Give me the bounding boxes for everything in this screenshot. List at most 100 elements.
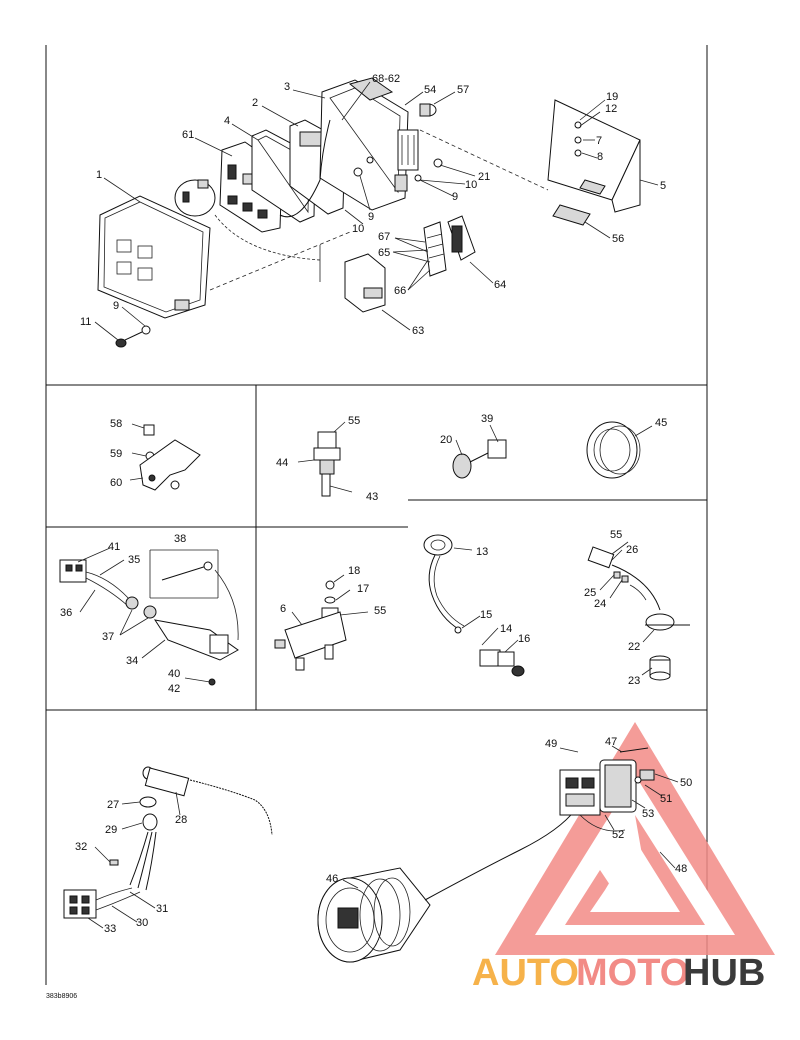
callout-34: 34	[126, 655, 138, 667]
panel-sensor-44: 55 44 43	[276, 415, 378, 503]
callout-24: 24	[594, 598, 606, 610]
callout-20: 20	[440, 434, 452, 446]
part-56-strip	[552, 204, 591, 226]
panel-solenoid-6: 18 17 6 55	[274, 565, 386, 671]
watermark-text-hub: HUB	[683, 952, 765, 994]
panel-ring-45: 45	[586, 417, 667, 479]
callout-48: 48	[675, 863, 687, 875]
callout-2: 2	[252, 97, 258, 109]
callout-35: 35	[128, 554, 140, 566]
callout-3: 3	[284, 81, 290, 93]
callout-59: 59	[110, 448, 122, 460]
callout-32: 32	[75, 841, 87, 853]
callout-4: 4	[224, 115, 230, 127]
callout-9-left: 9	[113, 300, 119, 312]
callout-17: 17	[357, 583, 369, 595]
callout-52: 52	[612, 829, 624, 841]
callout-57: 57	[457, 84, 469, 96]
callout-12: 12	[605, 103, 617, 115]
part-11-screw	[115, 325, 151, 348]
panel-lower-harness: 27 29 32 28 31 30 33	[63, 766, 273, 935]
callout-8: 8	[597, 151, 603, 163]
callout-43: 43	[366, 491, 378, 503]
callout-42: 42	[168, 683, 180, 695]
callout-30: 30	[136, 917, 148, 929]
callout-11: 11	[80, 316, 91, 328]
callout-50: 50	[680, 777, 692, 789]
document-code: 383b8906	[46, 993, 77, 1000]
callout-51: 51	[660, 793, 672, 805]
callout-37: 37	[102, 631, 114, 643]
part-63-relay	[344, 253, 386, 313]
callout-36: 36	[60, 607, 72, 619]
callout-33: 33	[104, 923, 116, 935]
callout-25: 25	[584, 587, 596, 599]
callout-27: 27	[107, 799, 119, 811]
callout-41: 41	[108, 541, 120, 553]
callout-23: 23	[628, 675, 640, 687]
callout-1: 1	[96, 169, 102, 181]
panel-sensor-13: 13 15 14 16	[423, 534, 530, 677]
callout-46: 46	[326, 873, 338, 885]
callout-60: 60	[110, 477, 122, 489]
callout-55-right: 55	[610, 529, 622, 541]
callout-28: 28	[175, 814, 187, 826]
callout-19: 19	[606, 91, 618, 103]
callout-16: 16	[518, 633, 530, 645]
callout-66: 66	[394, 285, 406, 297]
callout-9-center: 9	[368, 211, 374, 223]
callout-10-right: 10	[465, 179, 477, 191]
callout-58: 58	[110, 418, 122, 430]
callouts-module-assembly: 1 2 3 4 61 68-62 54 57 19 12 7 8 5 21 10…	[80, 73, 666, 337]
panel-bracket-60: 58 59 60	[110, 418, 201, 491]
callout-61: 61	[182, 129, 194, 141]
callout-26: 26	[626, 544, 638, 556]
callout-22: 22	[628, 641, 640, 653]
callout-55-top: 55	[348, 415, 360, 427]
callout-13: 13	[476, 546, 488, 558]
watermark-text-moto: MOTO	[576, 952, 689, 994]
watermark-logo: AUTO MOTO HUB	[472, 722, 775, 994]
part-3-housing	[279, 77, 419, 218]
callout-54: 54	[424, 84, 436, 96]
part-64-connector	[447, 215, 476, 261]
callout-29: 29	[105, 824, 117, 836]
callout-15: 15	[480, 609, 492, 621]
small-screws	[353, 156, 443, 182]
panel-valve-22: 55 26 25 24 22 23	[584, 529, 690, 687]
callout-56: 56	[612, 233, 624, 245]
callout-10-center: 10	[352, 223, 364, 235]
callout-5: 5	[660, 180, 666, 192]
part-5-bracket	[547, 99, 641, 213]
panel-module-assembly: 1 2 3 4 61 68-62 54 57 19 12 7 8 5 21 10…	[80, 73, 666, 348]
watermark-text-auto: AUTO	[472, 952, 579, 994]
callout-47: 47	[605, 736, 617, 748]
callout-44: 44	[276, 457, 288, 469]
panel-frame	[45, 45, 708, 985]
callout-45: 45	[655, 417, 667, 429]
leader-lines-a	[94, 81, 659, 341]
part-1-cover	[97, 195, 211, 319]
callout-53: 53	[642, 808, 654, 820]
callout-9-right: 9	[452, 191, 458, 203]
part-57-plug	[419, 103, 437, 117]
callout-7: 7	[596, 135, 602, 147]
callout-49: 49	[545, 738, 557, 750]
callout-14: 14	[500, 623, 512, 635]
callout-67: 67	[378, 231, 390, 243]
callout-31: 31	[156, 903, 168, 915]
callout-21: 21	[478, 171, 490, 183]
panel-parts-20-39: 39 20	[440, 413, 507, 479]
part-65-terminal-block	[423, 221, 447, 277]
callout-18: 18	[348, 565, 360, 577]
panel-gauge-46: 49 47 50 51 53 52 48 46	[317, 736, 692, 963]
callout-38: 38	[174, 533, 186, 545]
callout-55-mid: 55	[374, 605, 386, 617]
panel-harness-34: 38 41 35 36 37 34 40 42	[59, 533, 239, 695]
callout-64: 64	[494, 279, 506, 291]
callout-39: 39	[481, 413, 493, 425]
callout-63: 63	[412, 325, 424, 337]
callout-6: 6	[280, 603, 286, 615]
